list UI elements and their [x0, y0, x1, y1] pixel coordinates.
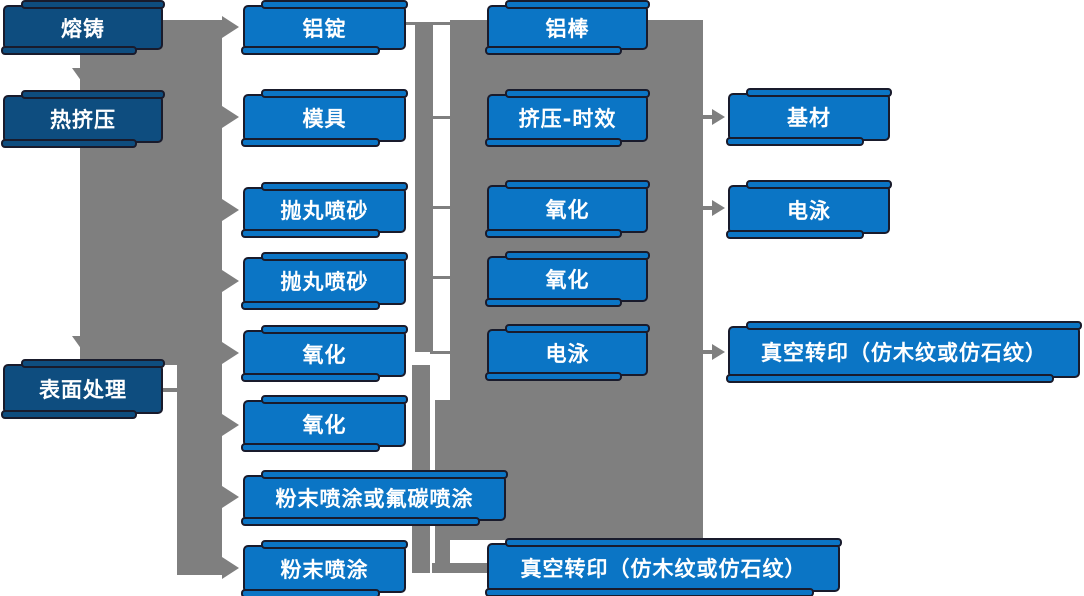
node-oxidation-c2-1: 氧化: [241, 325, 408, 382]
arrow-to-shot-blasting-2: [222, 270, 239, 292]
node-electrophoresis-c4: 电泳: [726, 180, 892, 239]
stub-to-vacuum-transfer: [703, 350, 712, 354]
node-oxidation-c2-2: 氧化: [241, 395, 408, 452]
node-label: 熔铸: [61, 16, 105, 41]
node-label: 热挤压: [50, 108, 116, 132]
stub-aluminum-ingot: [401, 22, 416, 25]
arrow-to-oxidation-2: [222, 414, 239, 436]
node-shot-blasting-2: 抛丸喷砂: [241, 252, 408, 310]
arrow-to-aluminum-ingot: [222, 16, 239, 38]
stub-to-electrophoresis: [703, 206, 712, 210]
arrow-down-to-surface-treatment: [72, 336, 92, 350]
node-label: 表面处理: [39, 378, 127, 402]
connector-mid-bar-lower: [412, 365, 430, 573]
arrow-to-mold: [222, 106, 239, 128]
node-aluminum-ingot: 铝锭: [241, 0, 408, 55]
stub-row-aluminum-rod: [433, 22, 450, 25]
node-label: 抛丸喷砂: [280, 199, 369, 223]
node-label: 模具: [302, 107, 347, 131]
node-base-material: 基材: [726, 88, 892, 146]
node-label: 电泳: [787, 198, 831, 223]
connector-left-trunk: [177, 360, 222, 575]
node-extrusion-aging: 挤压-时效: [485, 89, 650, 147]
node-label: 抛丸喷砂: [280, 270, 369, 294]
node-label: 氧化: [545, 198, 590, 222]
stub-row-oxidation-1: [433, 206, 450, 209]
arrow-to-shot-blasting-1: [222, 199, 239, 221]
node-mold: 模具: [241, 89, 408, 147]
node-label: 铝棒: [545, 16, 590, 41]
node-label: 铝锭: [302, 16, 347, 41]
node-melting-casting: 熔铸: [1, 0, 165, 55]
node-label: 挤压-时效: [518, 107, 617, 131]
node-label: 真空转印（仿木纹或仿石纹）: [761, 341, 1047, 365]
stub-row-electrophoresis: [430, 351, 450, 354]
arrow-to-powder-coating: [222, 557, 239, 579]
connector-left-block: [80, 20, 222, 365]
node-label: 氧化: [545, 268, 590, 292]
node-label: 粉末喷涂或氟碳喷涂: [275, 487, 474, 511]
node-oxidation-c3-2: 氧化: [485, 251, 650, 307]
node-surface-treatment: 表面处理: [1, 359, 165, 419]
arrow-to-powder-or-fluorocarbon: [222, 486, 239, 508]
node-hot-extrusion: 热挤压: [1, 90, 165, 148]
node-oxidation-c3-1: 氧化: [485, 180, 650, 238]
node-powder-coating: 粉末喷涂: [241, 540, 408, 596]
arrow-to-base-material: [712, 109, 725, 125]
stub-row-oxidation-2: [433, 276, 450, 279]
node-label: 粉末喷涂: [280, 558, 369, 582]
node-vacuum-transfer-bottom: 真空转印（仿木纹或仿石纹）: [485, 538, 842, 596]
stub-surface-treatment: [160, 388, 178, 392]
node-aluminum-rod: 铝棒: [485, 0, 650, 55]
stub-row-extrusion-aging: [433, 116, 450, 119]
node-electrophoresis-c3: 电泳: [485, 324, 650, 381]
arrow-to-electrophoresis-2: [712, 200, 725, 216]
connector-bottom-link: [432, 563, 488, 573]
stub-to-base-material: [703, 115, 712, 119]
node-label: 氧化: [302, 342, 347, 367]
node-label: 电泳: [545, 341, 590, 366]
arrow-down-to-hot-extrusion: [72, 68, 92, 82]
node-shot-blasting-1: 抛丸喷砂: [241, 182, 408, 238]
node-label: 氧化: [302, 412, 347, 437]
node-vacuum-transfer-right: 真空转印（仿木纹或仿石纹）: [726, 321, 1082, 383]
arrow-to-vacuum-transfer-1: [712, 344, 725, 360]
connector-mid-bar-upper: [415, 22, 433, 352]
arrow-to-oxidation-1: [222, 342, 239, 364]
node-label: 基材: [787, 106, 831, 130]
node-powder-or-fluorocarbon: 粉末喷涂或氟碳喷涂: [241, 470, 508, 526]
node-label: 真空转印（仿木纹或仿石纹）: [520, 556, 807, 581]
